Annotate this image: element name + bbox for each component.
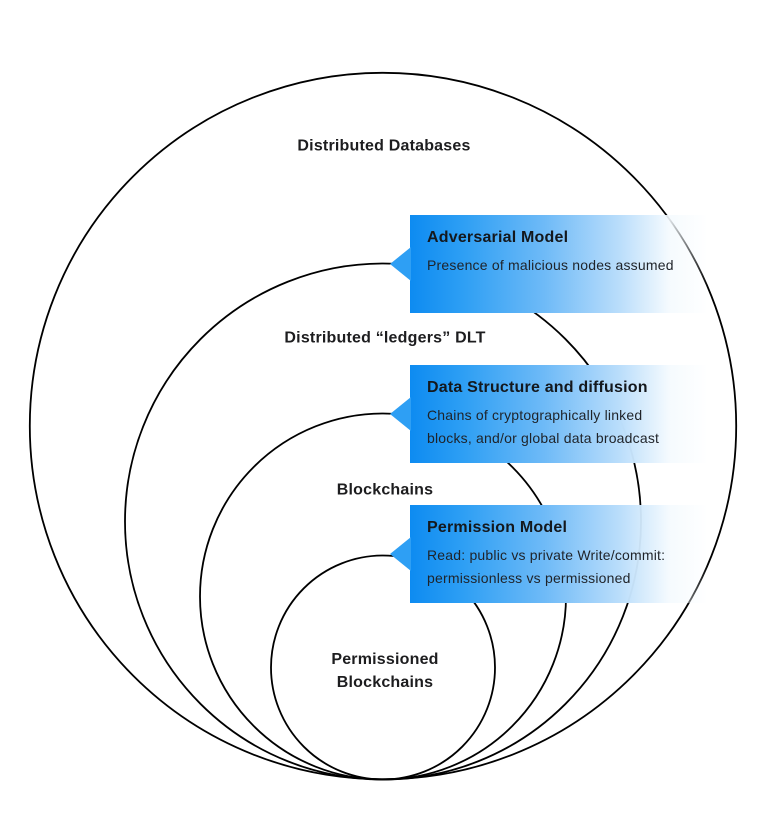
- callout-adversarial-model: Adversarial Model Presence of malicious …: [390, 215, 708, 313]
- callout-title: Permission Model: [427, 519, 568, 536]
- callout-body: Read: public vs private Write/commit: pe…: [427, 547, 666, 587]
- callout-body: Presence of malicious nodes assumed: [427, 257, 674, 273]
- callout-left-pointer-icon: [390, 397, 411, 431]
- circle-permissioned-blockchains: [270, 554, 496, 781]
- ring-label-distributed-ledgers-dlt: Distributed “ledgers” DLT: [284, 329, 486, 347]
- callout-left-pointer-icon: [390, 247, 411, 281]
- callout-title: Data Structure and diffusion: [427, 379, 648, 396]
- callout-permission-model: Permission Model Read: public vs private…: [390, 505, 708, 603]
- ring-label-blockchains: Blockchains: [336, 481, 434, 499]
- callout-title: Adversarial Model: [427, 229, 569, 246]
- callout-body: Chains of cryptographically linked block…: [427, 407, 660, 447]
- ring-label-permissioned-blockchains: Permissioned Blockchains: [331, 650, 439, 691]
- ring-label-distributed-databases: Distributed Databases: [297, 137, 471, 155]
- callout-left-pointer-icon: [390, 537, 411, 571]
- callout-data-structure-and-diffusion: Data Structure and diffusion Chains of c…: [390, 365, 708, 463]
